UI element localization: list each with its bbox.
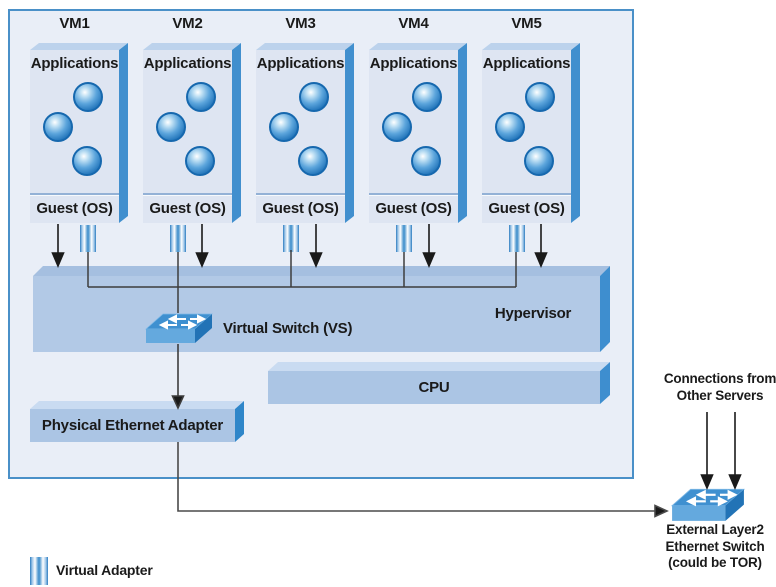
vm-group-4: VM4 Applications Guest (OS)	[369, 15, 467, 260]
app-sphere-icon	[43, 112, 73, 142]
pea-right-bevel	[235, 401, 244, 442]
app-sphere-icon	[412, 82, 442, 112]
applications-label: Applications	[30, 55, 119, 72]
virtual-adapter-icon	[170, 225, 186, 252]
other-server-arrows	[700, 412, 742, 491]
virtual-adapter-icon	[283, 225, 299, 252]
vm-box-right-bevel	[458, 43, 467, 223]
applications-label: Applications	[143, 55, 232, 72]
app-sphere-icon	[185, 146, 215, 176]
external-switch-label-line1: External Layer2	[666, 522, 764, 537]
hypervisor-box: Hypervisor	[33, 266, 610, 352]
hypervisor-right-bevel	[600, 266, 610, 352]
physical-ethernet-adapter-box: Physical Ethernet Adapter	[30, 401, 244, 442]
vm-title: VM1	[59, 15, 90, 32]
vm-box-right-bevel	[232, 43, 241, 223]
virtual-switch-icon	[145, 313, 213, 343]
vm-group-3: VM3 Applications Guest (OS)	[256, 15, 354, 260]
app-sphere-icon	[186, 82, 216, 112]
vm-box-right-bevel	[571, 43, 580, 223]
external-switch-icon	[671, 488, 745, 521]
vm-box-face: Applications Guest (OS)	[30, 50, 119, 223]
vm-box-top-bevel	[256, 43, 354, 50]
vm-title: VM2	[172, 15, 203, 32]
virtual-adapter-icon	[396, 225, 412, 252]
vm-box-top-bevel	[369, 43, 467, 50]
vm-box: Applications Guest (OS)	[369, 43, 467, 223]
vm-box-right-bevel	[119, 43, 128, 223]
hypervisor-top-bevel	[33, 266, 610, 276]
app-sphere-icon	[382, 112, 412, 142]
vm-box: Applications Guest (OS)	[30, 43, 128, 223]
connections-note-line2: Other Servers	[676, 388, 764, 403]
guest-os-label: Guest (OS)	[482, 193, 571, 223]
legend-virtual-adapter-label: Virtual Adapter	[56, 562, 153, 578]
virtual-adapter-icon	[509, 225, 525, 252]
app-sphere-icon	[73, 82, 103, 112]
vm-box-top-bevel	[143, 43, 241, 50]
hypervisor-face: Hypervisor	[33, 276, 600, 352]
app-sphere-icon	[298, 146, 328, 176]
vm-box: Applications Guest (OS)	[256, 43, 354, 223]
connections-note-line1: Connections from	[663, 371, 776, 386]
applications-label: Applications	[369, 55, 458, 72]
vm-title: VM3	[285, 15, 316, 32]
legend-virtual-adapter-icon	[30, 557, 48, 585]
virtual-switch-label: Virtual Switch (VS)	[223, 320, 353, 337]
app-sphere-icon	[524, 146, 554, 176]
physical-ethernet-adapter-label: Physical Ethernet Adapter	[30, 409, 235, 442]
vm-group-2: VM2 Applications Guest (OS)	[143, 15, 241, 260]
cpu-right-bevel	[600, 362, 610, 404]
guest-os-label: Guest (OS)	[30, 193, 119, 223]
vm-box: Applications Guest (OS)	[482, 43, 580, 223]
guest-os-label: Guest (OS)	[143, 193, 232, 223]
connections-note: Connections from Other Servers	[655, 370, 776, 404]
app-sphere-icon	[156, 112, 186, 142]
vm-box-face: Applications Guest (OS)	[256, 50, 345, 223]
vm-box-right-bevel	[345, 43, 354, 223]
vm-group-1: VM1 Applications Guest (OS)	[30, 15, 128, 260]
vm-box-top-bevel	[30, 43, 128, 50]
app-sphere-icon	[525, 82, 555, 112]
app-sphere-icon	[72, 146, 102, 176]
external-switch-label-line3: (could be TOR)	[668, 555, 762, 570]
vm-group-5: VM5 Applications Guest (OS)	[482, 15, 580, 260]
vm-title: VM5	[511, 15, 542, 32]
app-sphere-icon	[269, 112, 299, 142]
external-switch-label: External Layer2 Ethernet Switch (could b…	[650, 522, 776, 572]
cpu-label: CPU	[268, 371, 600, 404]
app-sphere-icon	[495, 112, 525, 142]
pea-top-bevel	[30, 401, 244, 409]
cpu-box: CPU	[268, 362, 610, 404]
app-sphere-icon	[299, 82, 329, 112]
vm-box: Applications Guest (OS)	[143, 43, 241, 223]
vm-box-top-bevel	[482, 43, 580, 50]
guest-os-label: Guest (OS)	[256, 193, 345, 223]
applications-label: Applications	[256, 55, 345, 72]
vm-box-face: Applications Guest (OS)	[143, 50, 232, 223]
vm-box-face: Applications Guest (OS)	[482, 50, 571, 223]
hypervisor-label: Hypervisor	[494, 305, 572, 322]
vm-title: VM4	[398, 15, 429, 32]
external-switch-label-line2: Ethernet Switch	[665, 538, 765, 554]
vm-box-face: Applications Guest (OS)	[369, 50, 458, 223]
virtual-adapter-icon	[80, 225, 96, 252]
cpu-top-bevel	[268, 362, 610, 371]
applications-label: Applications	[482, 55, 571, 72]
guest-os-label: Guest (OS)	[369, 193, 458, 223]
app-sphere-icon	[411, 146, 441, 176]
